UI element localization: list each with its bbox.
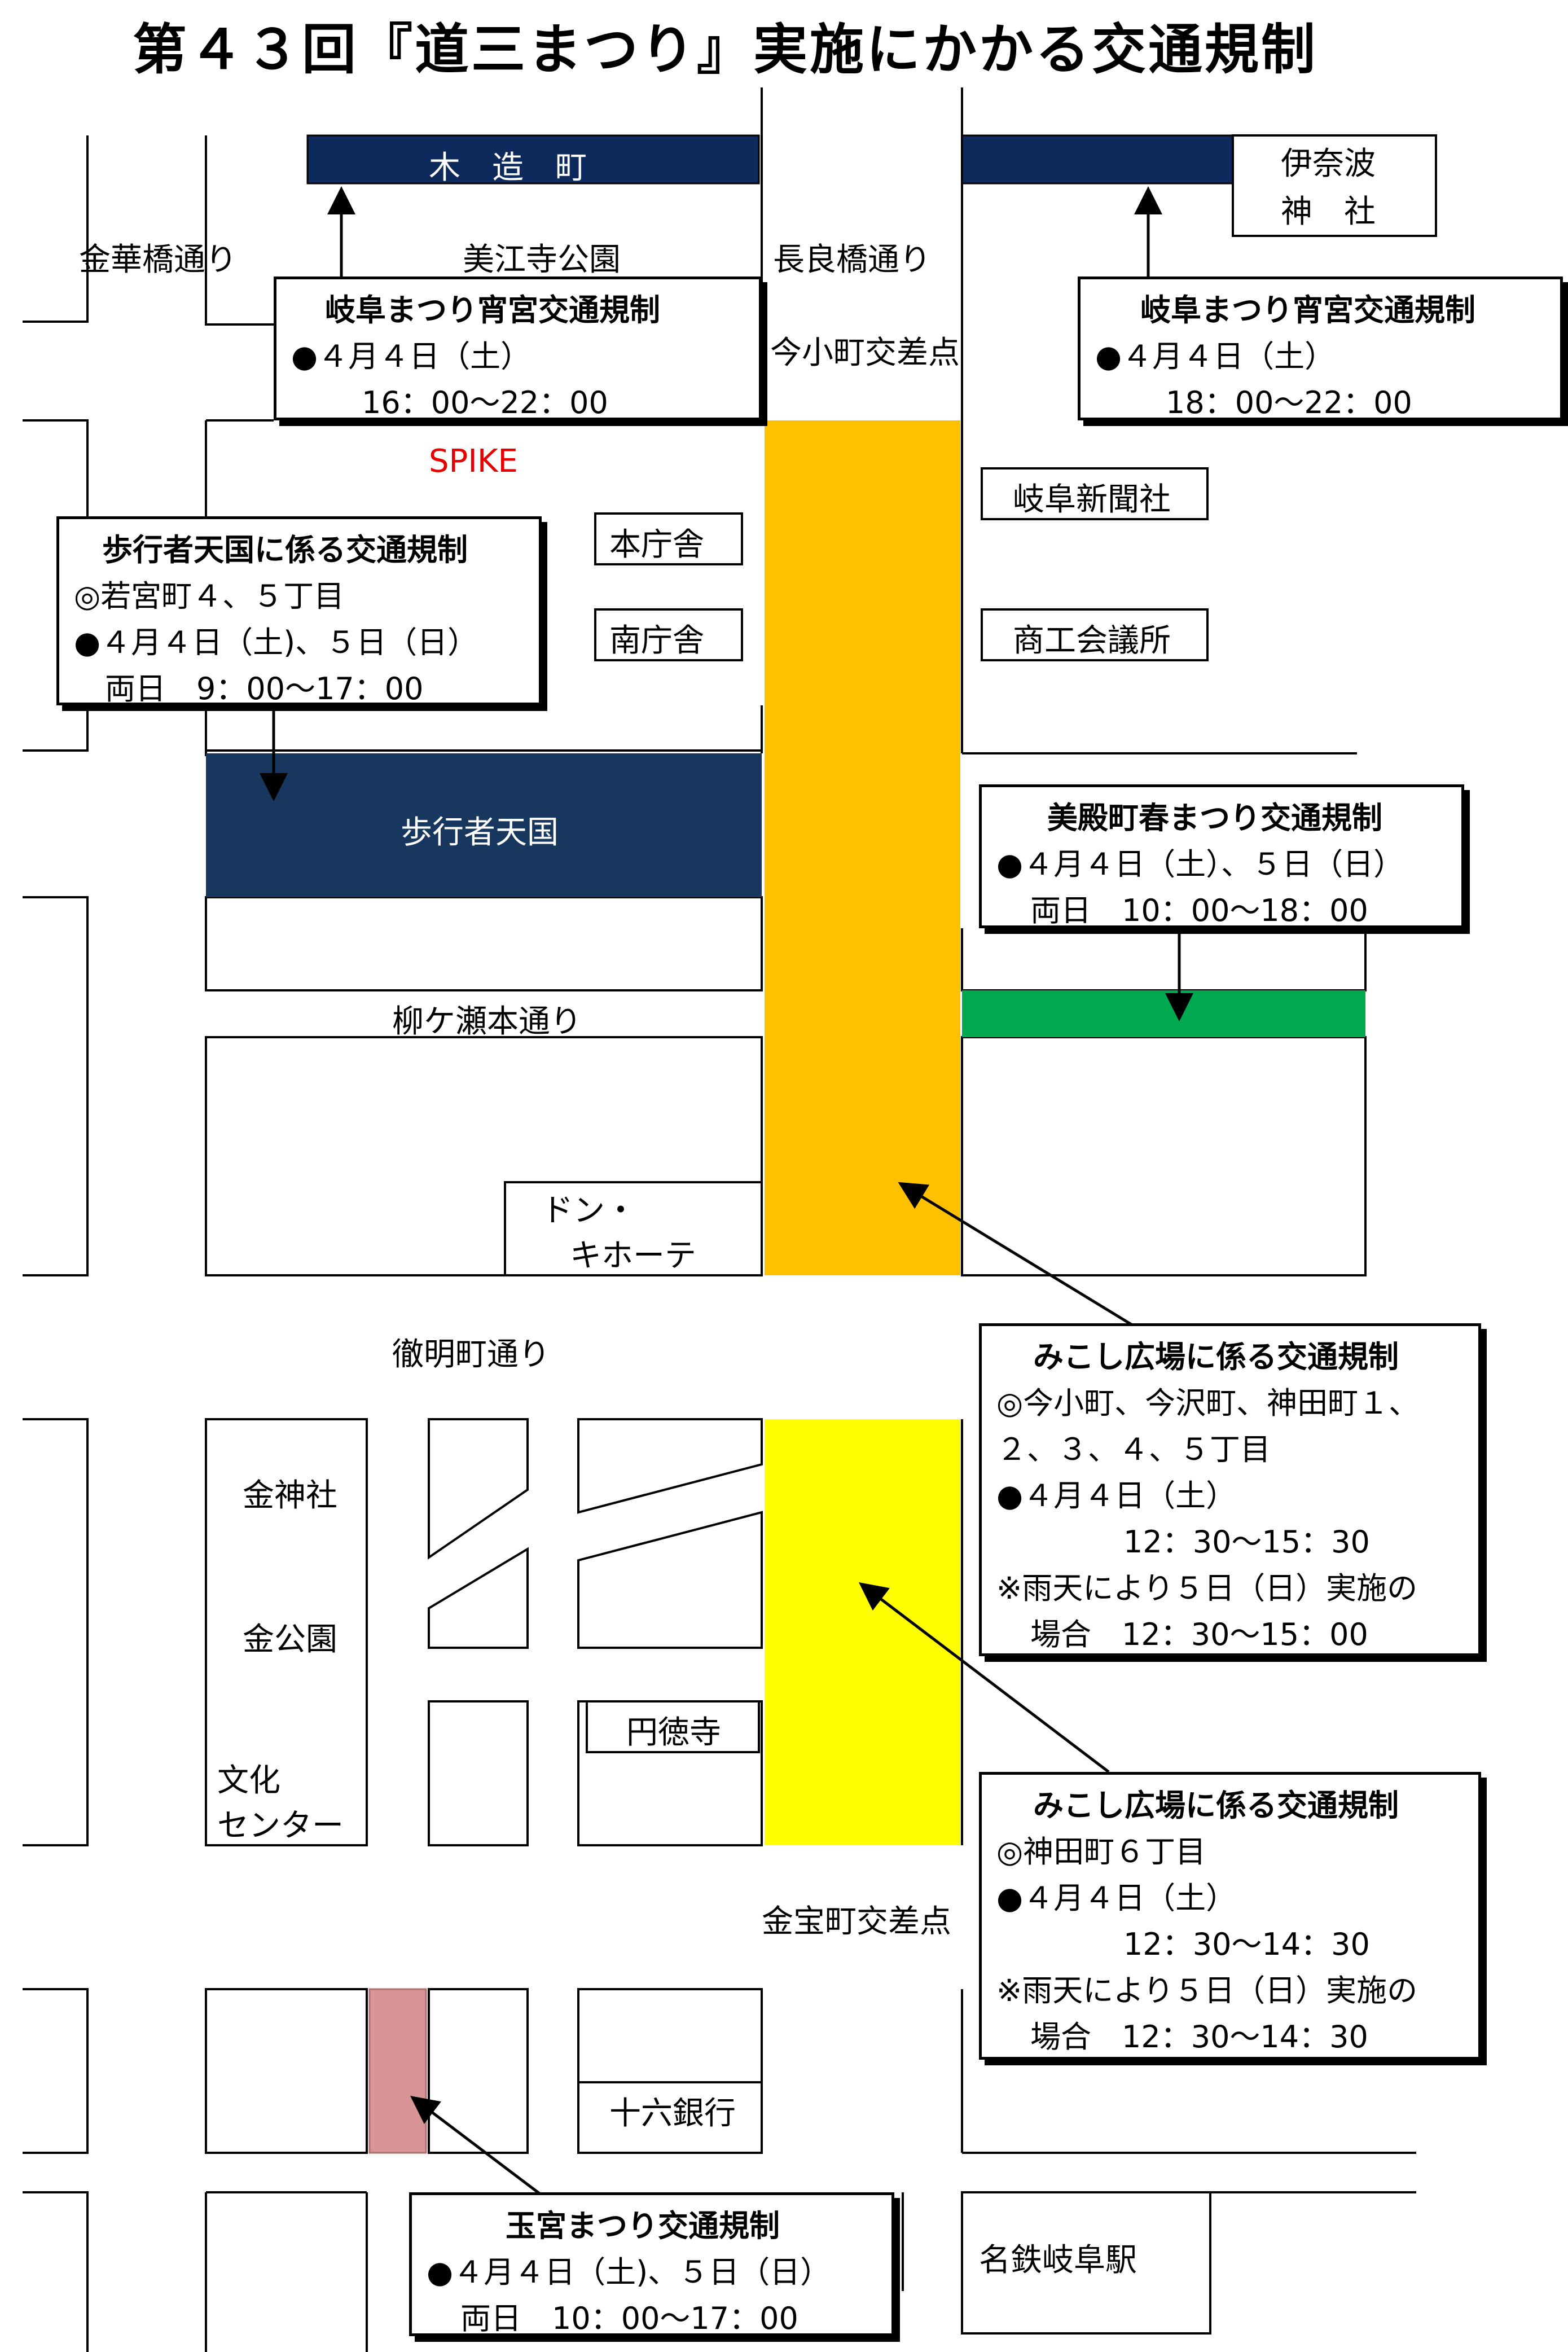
callout-time: 12：30～14：30 bbox=[1123, 1927, 1370, 1962]
mikoshi-zone-yellow bbox=[765, 1419, 960, 1845]
callout-area-1: ◎今小町、今沢町、神田町１、 bbox=[996, 1385, 1420, 1421]
arrow-tamamiya bbox=[410, 2095, 543, 2196]
label-pedestrian-zone: 歩行者天国 bbox=[401, 814, 559, 851]
label-bunka-2: センター bbox=[217, 1807, 344, 1844]
mitono-zone bbox=[962, 990, 1365, 1037]
callout-date: ●４月４日（土） bbox=[1095, 339, 1336, 374]
callout-area: ◎神田町６丁目 bbox=[996, 1834, 1206, 1870]
callout-title: 美殿町春まつり交通規制 bbox=[1047, 800, 1382, 836]
callout-hokosha: 歩行者天国に係る交通規制 ◎若宮町４、５丁目 ●４月４日（土)、５日（日） 両日… bbox=[56, 516, 542, 707]
label-donki-1: ドン・ bbox=[542, 1192, 636, 1229]
callout-title: みこし広場に係る交通規制 bbox=[1033, 1339, 1399, 1375]
callout-date: ●４月４日（土)、５日（日） bbox=[427, 2254, 831, 2290]
arrow-mikoshi2 bbox=[859, 1582, 1110, 1773]
callout-rain-2: 場合 12：30～15：00 bbox=[1030, 1617, 1368, 1652]
callout-title: みこし広場に係る交通規制 bbox=[1033, 1788, 1399, 1823]
callout-title: 岐阜まつり宵宮交通規制 bbox=[325, 292, 660, 328]
callout-time: 両日 10：00～17：00 bbox=[460, 2301, 798, 2336]
inaba-zone bbox=[961, 134, 1234, 185]
callout-time: 16：00～22：00 bbox=[362, 385, 608, 420]
road-outlines bbox=[23, 87, 1416, 2352]
callout-mikoshi-2: みこし広場に係る交通規制 ◎神田町６丁目 ●４月４日（土） 12：30～14：3… bbox=[979, 1772, 1481, 2060]
label-juroku: 十六銀行 bbox=[609, 2095, 736, 2132]
honchosha-box bbox=[594, 512, 743, 565]
callout-date: ●４月４日（土） bbox=[291, 339, 532, 374]
callout-yoimiya-left: 岐阜まつり宵宮交通規制 ●４月４日（土） 16：00～22：00 bbox=[274, 277, 762, 420]
callout-rain-1: ※雨天により５日（日）実施の bbox=[996, 1973, 1418, 2008]
callout-mikoshi-1: みこし広場に係る交通規制 ◎今小町、今沢町、神田町１、 ２、３、４、５丁目 ●４… bbox=[979, 1323, 1481, 1656]
callout-time: 両日 10：00～18：00 bbox=[1030, 893, 1368, 928]
label-gifu-shinbun: 岐阜新聞社 bbox=[1013, 481, 1171, 518]
mikoshi-zone-orange bbox=[765, 420, 960, 1275]
callout-date: ●４月４日（土)、５日（日） bbox=[74, 625, 478, 660]
intersection-imakomachi: 今小町交差点 bbox=[770, 335, 960, 371]
tamamiya-zone bbox=[368, 1988, 427, 2154]
callout-date: ●４月４日（土） bbox=[996, 1880, 1237, 1916]
page-title: 第４３回『道三まつり』実施にかかる交通規制 bbox=[133, 18, 1317, 81]
callout-time: 18：00～22：00 bbox=[1166, 385, 1412, 420]
label-bikoji: 美江寺公園 bbox=[463, 242, 621, 278]
minamichosha-box bbox=[594, 608, 743, 661]
gifu-shinbun-box bbox=[981, 467, 1209, 520]
label-meitetsu: 名鉄岐阜駅 bbox=[979, 2242, 1137, 2279]
label-shoko: 商工会議所 bbox=[1013, 622, 1171, 659]
callout-date: ●４月４日（土） bbox=[996, 1478, 1237, 1513]
callout-tamamiya: 玉宮まつり交通規制 ●４月４日（土)、５日（日） 両日 10：00～17：00 bbox=[409, 2192, 894, 2336]
callout-title: 歩行者天国に係る交通規制 bbox=[102, 532, 468, 568]
pedestrian-zone bbox=[206, 753, 762, 897]
callout-rain-2: 場合 12：30～14：30 bbox=[1030, 2019, 1368, 2055]
callout-area-2: ２、３、４、５丁目 bbox=[996, 1432, 1271, 1467]
label-inaba-2: 神 社 bbox=[1281, 194, 1376, 230]
callout-yoimiya-right: 岐阜まつり宵宮交通規制 ●４月４日（土） 18：00～22：00 bbox=[1078, 277, 1563, 420]
label-bunka-1: 文化 bbox=[217, 1762, 280, 1799]
callout-time: 両日 9：00～17：00 bbox=[105, 671, 424, 707]
entokuji-box bbox=[586, 1700, 760, 1753]
label-spike: SPIKE bbox=[429, 443, 518, 480]
label-donki-2: キホーテ bbox=[570, 1238, 696, 1274]
callout-title: 玉宮まつり交通規制 bbox=[506, 2208, 780, 2244]
callout-area: ◎若宮町４、５丁目 bbox=[74, 578, 345, 614]
label-minamichosha: 南庁舎 bbox=[609, 622, 704, 659]
label-mokuzo: 木 造 町 bbox=[429, 150, 587, 186]
road-kinkabashi: 金華橋通り bbox=[79, 242, 237, 278]
road-tetsumeicho: 徹明町通り bbox=[392, 1336, 550, 1373]
callout-title: 岐阜まつり宵宮交通規制 bbox=[1140, 292, 1475, 328]
label-inaba-1: 伊奈波 bbox=[1281, 146, 1376, 182]
label-entokuji: 円徳寺 bbox=[626, 1714, 721, 1751]
callout-rain-1: ※雨天により５日（日）実施の bbox=[996, 1570, 1418, 1606]
callout-date: ●４月４日（土）、５日（日） bbox=[996, 846, 1404, 882]
shoko-box bbox=[981, 608, 1209, 661]
callout-time: 12：30～15：30 bbox=[1123, 1524, 1370, 1560]
road-nagarabashi: 長良橋通り bbox=[773, 242, 931, 278]
kiyomachi-zone bbox=[306, 134, 760, 185]
meitetsu-box bbox=[961, 2191, 1211, 2335]
label-kinkoen: 金公園 bbox=[243, 1621, 337, 1658]
label-kanajinja: 金神社 bbox=[243, 1477, 337, 1514]
road-yanagase: 柳ケ瀬本通り bbox=[392, 1003, 582, 1040]
label-honchosha: 本庁舎 bbox=[609, 526, 704, 563]
intersection-kanahoocho: 金宝町交差点 bbox=[762, 1903, 951, 1940]
arrow-mikoshi1 bbox=[898, 1182, 1135, 1328]
inaba-shrine-box bbox=[1232, 134, 1437, 237]
callout-mitono: 美殿町春まつり交通規制 ●４月４日（土）、５日（日） 両日 10：00～18：0… bbox=[979, 784, 1464, 928]
donki-box bbox=[504, 1181, 763, 1276]
